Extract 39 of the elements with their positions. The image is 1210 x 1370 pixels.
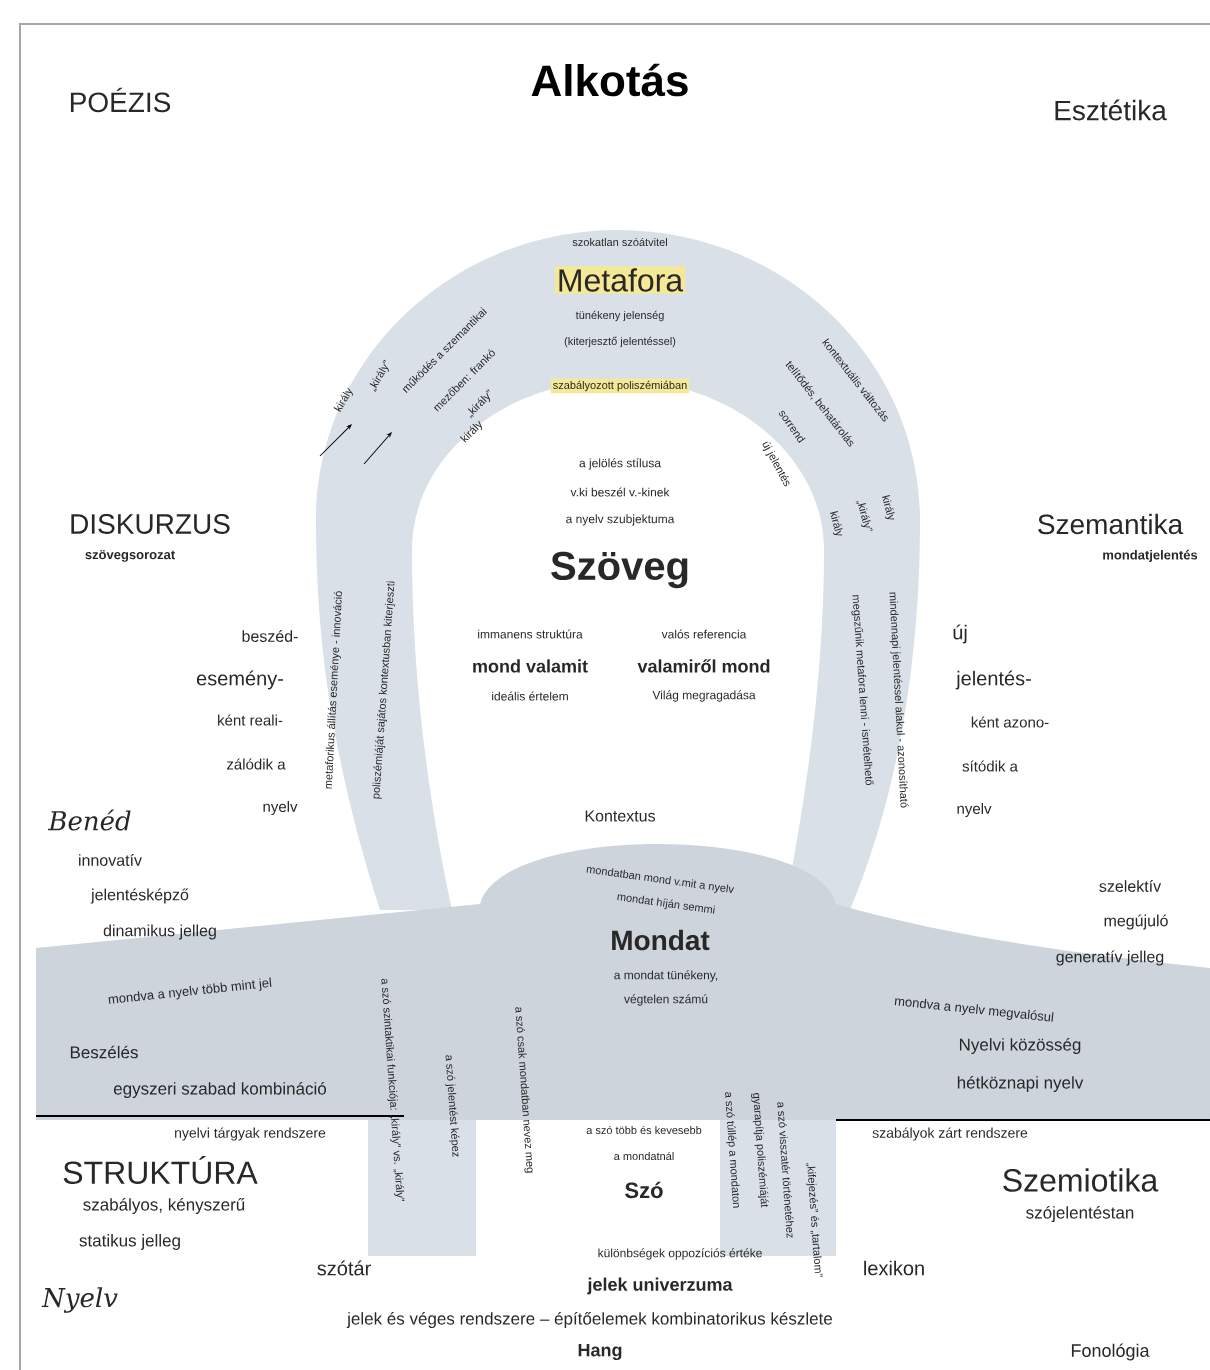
text-label: új: [953, 624, 967, 644]
text-label: esemény-: [196, 670, 283, 690]
heading: Szemantika: [1038, 513, 1184, 535]
handwritten-note: Benéd: [47, 809, 131, 831]
heading: DISKURZUS: [71, 514, 230, 534]
heading: Metafora: [554, 266, 686, 294]
title: Alkotás: [531, 63, 688, 97]
text-label: jelek univerzuma: [587, 1277, 733, 1295]
text-label: jelentésképző: [90, 888, 189, 904]
text-label: Nyelvi közösség: [960, 1037, 1081, 1054]
text-label: dinamikus jelleg: [103, 924, 216, 940]
heading: Szemiotika: [1003, 1168, 1159, 1192]
heading: Szöveg: [551, 551, 688, 589]
text-label: Kontextus: [585, 810, 655, 822]
text-label: egyszeri szabad kombináció: [113, 1081, 327, 1098]
text-label: valamiről mond: [637, 659, 770, 673]
text-label: jelentés-: [955, 670, 1031, 690]
text-label: Fonológia: [1071, 1343, 1150, 1361]
text-label: szelektív: [1099, 880, 1162, 892]
text-label: mond valamit: [473, 659, 588, 673]
text-label: generatív jelleg: [1056, 950, 1164, 966]
text-label: megújuló: [1104, 914, 1168, 930]
text-label: szójelentéstan: [1026, 1206, 1134, 1222]
text-label: Hang: [578, 1343, 622, 1361]
text-label: Beszélés: [70, 1045, 138, 1059]
text-label: innovatív: [79, 854, 142, 866]
text-label: szótár: [317, 1260, 371, 1276]
heading: POÉZIS: [70, 87, 171, 113]
text-label: beszéd-: [242, 630, 298, 642]
text-label: statikus jelleg: [79, 1234, 180, 1250]
heading: Esztétika: [1055, 99, 1167, 121]
text-label: hétköznapi nyelv: [957, 1076, 1084, 1092]
heading: STRUKTÚRA: [63, 1155, 258, 1185]
text-label: jelek és véges rendszere – építőelemek kombinatorikus készlete: [346, 1312, 832, 1328]
text-label: lexikon: [864, 1260, 924, 1276]
handwritten-note: Nyelv: [41, 1287, 118, 1313]
text-label: szabályos, kényszerű: [83, 1198, 245, 1214]
heading: Mondat: [612, 929, 710, 951]
text-label: Szó: [625, 1181, 663, 1199]
